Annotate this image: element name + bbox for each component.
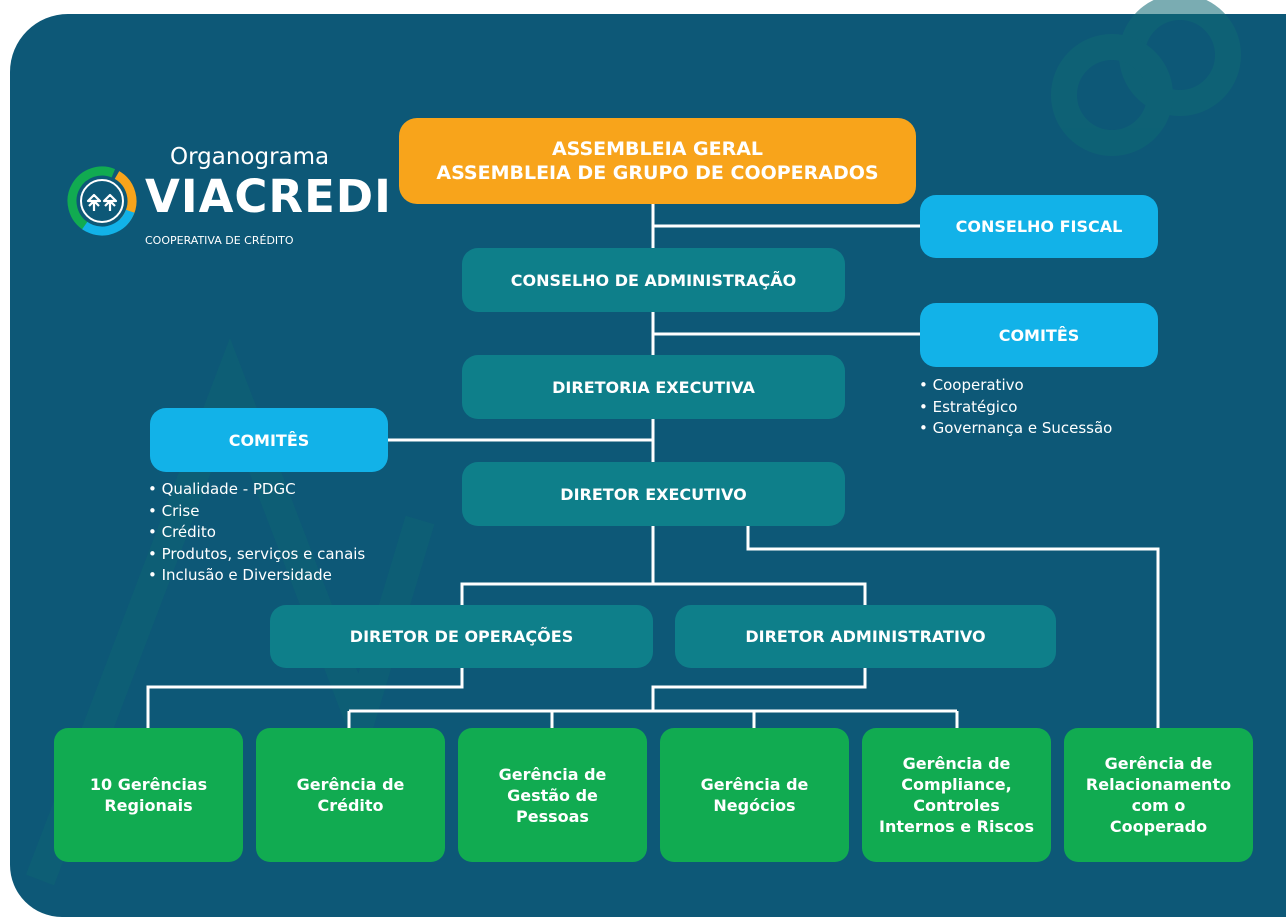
node-comites-left: COMITÊS: [150, 408, 388, 472]
comites-right-item: Estratégico: [919, 397, 1112, 419]
comites-left-item: Crédito: [148, 522, 365, 544]
node-diretor-executivo: DIRETOR EXECUTIVO: [462, 462, 845, 526]
logo-tagline: COOPERATIVA DE CRÉDITO: [145, 234, 294, 247]
node-diretor-administrativo: DIRETOR ADMINISTRATIVO: [675, 605, 1056, 668]
comites-left-item: Produtos, serviços e canais: [148, 544, 366, 566]
node-assembleia: ASSEMBLEIA GERAL ASSEMBLEIA DE GRUPO DE …: [399, 118, 916, 204]
logo-subtitle: Organograma: [170, 144, 330, 170]
comites-right-item: Cooperativo: [919, 375, 1112, 397]
node-conselho-administracao: CONSELHO DE ADMINISTRAÇÃO: [462, 248, 845, 312]
node-gerencia-relacionamento: Gerência de Relacionamento com o Coopera…: [1064, 728, 1253, 862]
node-gerencia-compliance: Gerência de Compliance, Controles Intern…: [862, 728, 1051, 862]
watermark-ring-2: [1051, 34, 1173, 156]
line-to-relacionamento: [746, 524, 1160, 730]
comites-right-list: Cooperativo Estratégico Governança e Suc…: [919, 375, 1113, 440]
line-to-regionais: [146, 666, 464, 730]
node-diretoria-executiva: DIRETORIA EXECUTIVA: [462, 355, 845, 419]
comites-left-list: Qualidade - PDGC Crise Crédito Produtos,…: [148, 479, 366, 587]
node-comites-right: COMITÊS: [920, 303, 1158, 367]
comites-left-item: Qualidade - PDGC: [148, 479, 365, 501]
node-gerencia-credito: Gerência de Crédito: [256, 728, 445, 862]
line-to-diretores: [460, 582, 867, 607]
node-gerencias-regionais: 10 Gerências Regionais: [54, 728, 243, 862]
viacredi-logo-icon: [67, 166, 137, 236]
line-adm-down: [651, 666, 867, 711]
node-gerencia-gestao-pessoas: Gerência de Gestão de Pessoas: [458, 728, 647, 862]
node-gerencia-negocios: Gerência de Negócios: [660, 728, 849, 862]
node-conselho-fiscal: CONSELHO FISCAL: [920, 195, 1158, 258]
node-diretor-operacoes: DIRETOR DE OPERAÇÕES: [270, 605, 653, 668]
logo-wordmark: VIACREDI: [145, 170, 392, 223]
comites-right-item: Governança e Sucessão: [919, 418, 1113, 440]
comites-left-item: Inclusão e Diversidade: [148, 565, 365, 587]
comites-left-item: Crise: [148, 501, 365, 523]
